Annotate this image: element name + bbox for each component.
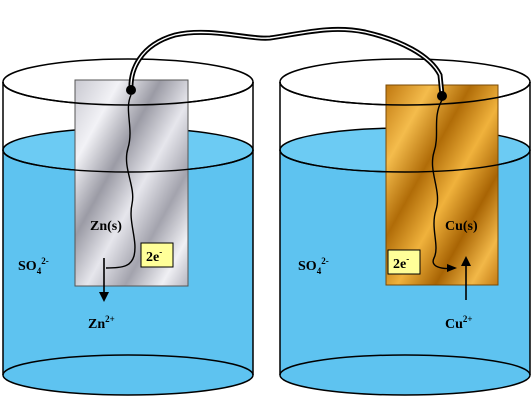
zinc-electrode-label: Zn(s) <box>90 219 122 234</box>
copper-electron-box <box>387 249 421 275</box>
copper-electrode-label: Cu(s) <box>445 219 478 234</box>
right-beaker-bottom <box>279 354 531 396</box>
left-sulfate-label: SO42- <box>18 256 49 276</box>
zinc-terminal <box>126 85 136 95</box>
zinc-electron-box <box>140 242 174 268</box>
copper-terminal <box>437 91 447 101</box>
left-beaker-bottom <box>2 354 254 396</box>
zinc-electron-label: 2e- <box>146 247 162 265</box>
copper-electron-label: 2e- <box>393 254 409 272</box>
zinc-ion-label: Zn2+ <box>88 314 115 332</box>
right-sulfate-label: SO42- <box>298 256 329 276</box>
copper-ion-label: Cu2+ <box>445 314 473 332</box>
zinc-electron-path <box>105 94 136 269</box>
copper-electron-path <box>431 99 456 270</box>
